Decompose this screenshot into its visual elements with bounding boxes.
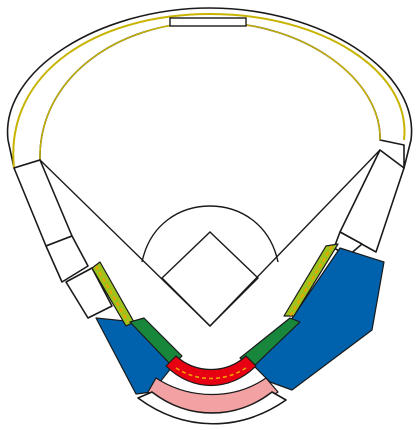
seat-zone-red[interactable] xyxy=(165,355,257,386)
left-field-stand-upper[interactable] xyxy=(13,159,73,247)
seat-zone-orange-trim-left xyxy=(95,265,129,323)
backstop-upper-stand[interactable] xyxy=(137,391,287,425)
seat-zone-lime-right[interactable] xyxy=(283,243,339,317)
outfield-stand-trim xyxy=(12,12,406,169)
seat-zone-red-trim xyxy=(175,367,247,380)
seat-zone-green-left[interactable] xyxy=(129,317,183,367)
infield-arc xyxy=(141,205,279,263)
right-foul-line xyxy=(209,149,381,327)
left-field-stand-lower[interactable] xyxy=(65,267,113,319)
infield-diamond-icon xyxy=(160,231,260,327)
left-field-stand-middle[interactable] xyxy=(45,235,89,283)
outfield-stand-inner-edge xyxy=(39,21,381,161)
outfield-stand[interactable] xyxy=(6,7,413,169)
scoreboard-icon xyxy=(169,17,247,27)
